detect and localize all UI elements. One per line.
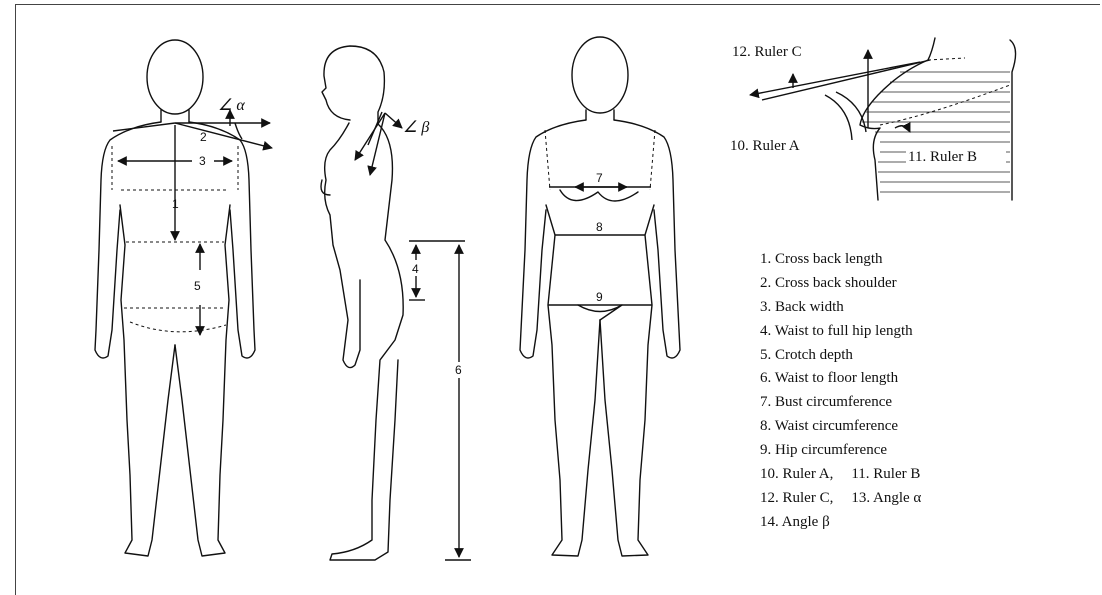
ruler-c-label: 12. Ruler C: [732, 44, 802, 60]
legend-item-3: 3. Back width: [760, 299, 844, 315]
legend-item-5: 5. Crotch depth: [760, 347, 853, 363]
label-1: 1: [172, 197, 179, 211]
legend-item-8: 8. Waist circumference: [760, 418, 898, 434]
legend-item-14: 14. Angle β: [760, 514, 830, 530]
legend-item: 7. Bust circumference: [760, 392, 921, 416]
back-view-outline: [95, 40, 255, 556]
label-2: 2: [200, 130, 207, 144]
label-7: 7: [596, 171, 603, 185]
side-view-figure: 4 6 ∠ β: [321, 46, 471, 560]
back-view-figure: 2 3 1 5 ∠ α: [95, 40, 272, 556]
legend-item-10: 10. Ruler A,: [760, 466, 833, 482]
side-view-outline: [321, 46, 403, 560]
legend-item: 4. Waist to full hip length: [760, 321, 921, 345]
legend-item-1: 1. Cross back length: [760, 251, 882, 267]
measurement-legend: 1. Cross back length 2. Cross back shoul…: [760, 249, 921, 536]
legend-item: 9. Hip circumference: [760, 440, 921, 464]
legend-item: 10. Ruler A, 11. Ruler B: [760, 464, 921, 488]
legend-item: 6. Waist to floor length: [760, 368, 921, 392]
legend-item: 1. Cross back length: [760, 249, 921, 273]
label-6: 6: [455, 363, 462, 377]
label-5: 5: [194, 279, 201, 293]
legend-item: 12. Ruler C, 13. Angle α: [760, 488, 921, 512]
legend-item-4: 4. Waist to full hip length: [760, 323, 913, 339]
legend-item: 8. Waist circumference: [760, 416, 921, 440]
shoulder-hatching: [862, 72, 1010, 192]
legend-item-6: 6. Waist to floor length: [760, 370, 898, 386]
front-view-figure: 7 8 9: [520, 37, 680, 556]
label-8: 8: [596, 220, 603, 234]
legend-item-11: 11. Ruler B: [851, 466, 920, 482]
legend-item-13: 13. Angle α: [851, 490, 921, 506]
legend-item-7: 7. Bust circumference: [760, 394, 892, 410]
front-view-measure-lines: [545, 130, 655, 305]
legend-item: 3. Back width: [760, 297, 921, 321]
label-3: 3: [199, 154, 206, 168]
ruler-b-label: 11. Ruler B: [908, 149, 977, 165]
legend-item-9: 9. Hip circumference: [760, 442, 887, 458]
shoulder-detail-inset: 12. Ruler C 10. Ruler A 11. Ruler B: [730, 38, 1016, 200]
ruler-a-label: 10. Ruler A: [730, 138, 800, 154]
legend-item-2: 2. Cross back shoulder: [760, 275, 897, 291]
label-4: 4: [412, 262, 419, 276]
legend-item-12: 12. Ruler C,: [760, 490, 833, 506]
angle-alpha-label: ∠ α: [218, 97, 245, 114]
label-9: 9: [596, 290, 603, 304]
angle-beta-label: ∠ β: [403, 119, 429, 136]
legend-item: 2. Cross back shoulder: [760, 273, 921, 297]
legend-item: 5. Crotch depth: [760, 345, 921, 369]
legend-item: 14. Angle β: [760, 512, 921, 536]
back-view-measure-lines: [112, 110, 272, 335]
